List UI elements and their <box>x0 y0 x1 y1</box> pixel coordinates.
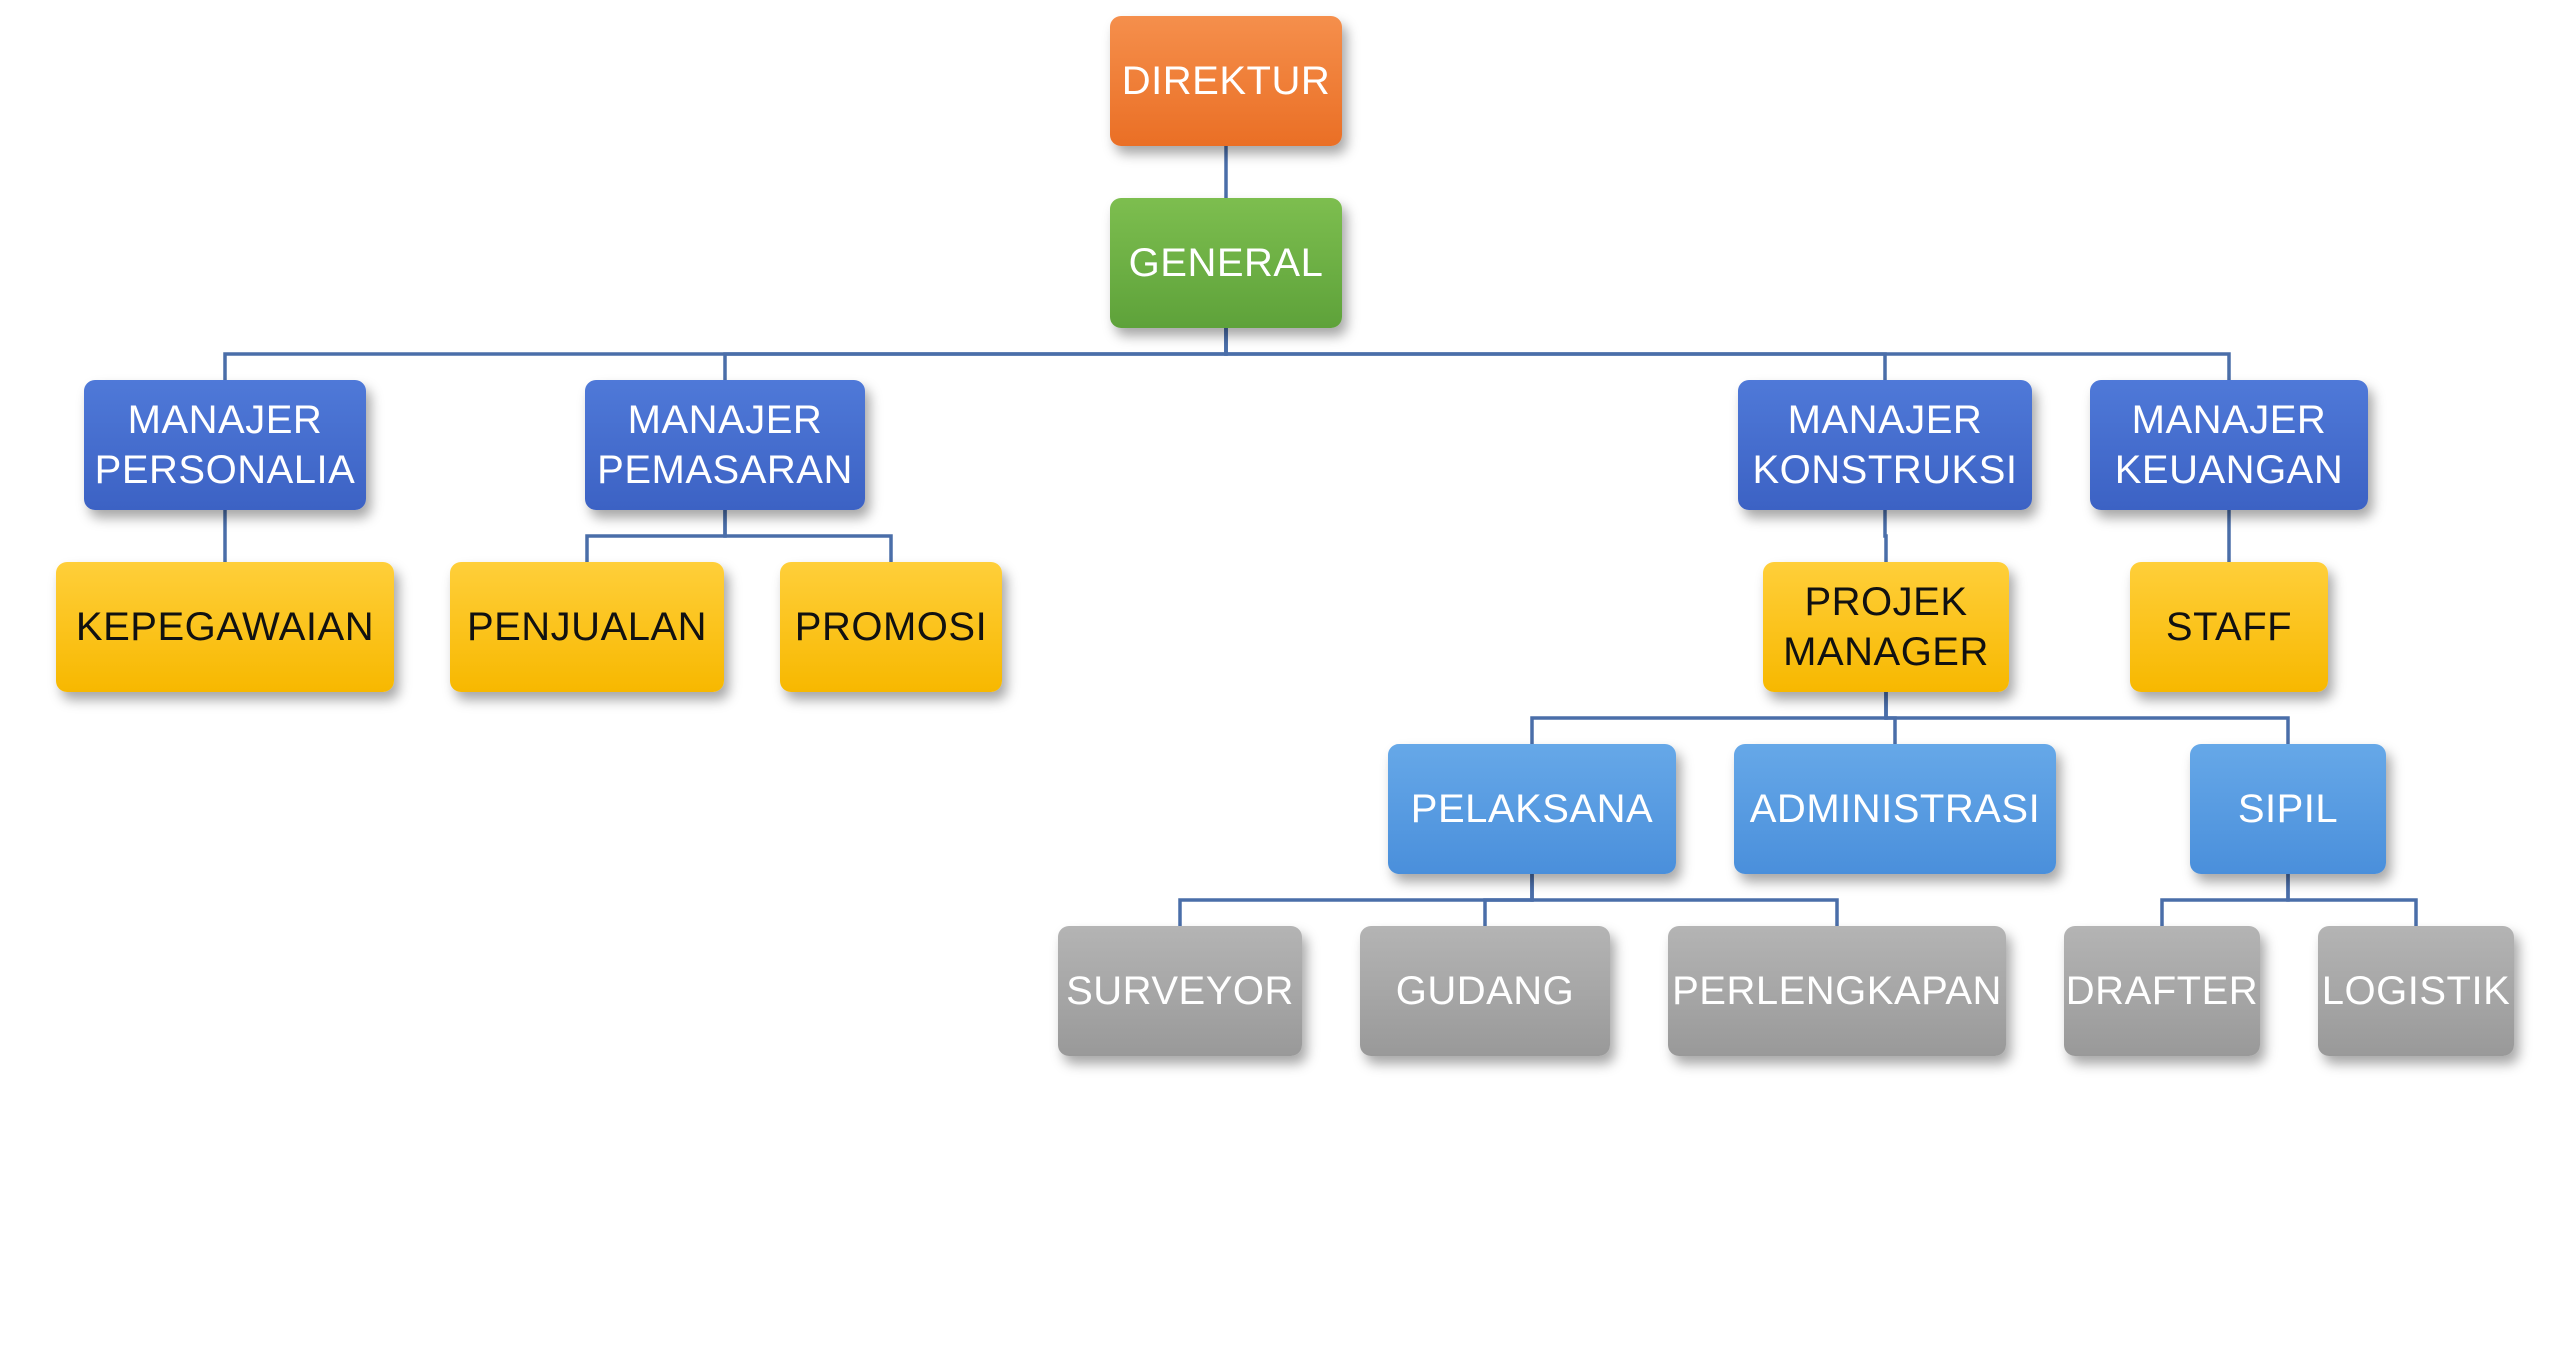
node-penjualan: PENJUALAN <box>450 562 724 692</box>
connector-sipil-logistik <box>2286 874 2418 926</box>
node-label: MANAJER <box>627 398 823 442</box>
node-label: PEMASARAN <box>597 448 853 492</box>
node-label: ADMINISTRASI <box>1749 787 2041 831</box>
node-label: DRAFTER <box>2065 969 2259 1013</box>
node-label: PELAKSANA <box>1410 787 1654 831</box>
node-label: STAFF <box>2165 605 2293 649</box>
node-label: SIPIL <box>2237 787 2339 831</box>
node-label: MANAGER <box>1783 630 1989 674</box>
node-manajer-konstruksi: MANAJER KONSTRUKSI <box>1738 380 2032 510</box>
node-label: MANAJER <box>1787 398 1983 442</box>
node-label: KEPEGAWAIAN <box>75 605 375 649</box>
node-administrasi: ADMINISTRASI <box>1734 744 2056 874</box>
connector-manajer_konstruksi-projek_manager <box>1883 510 1888 562</box>
node-surveyor: SURVEYOR <box>1058 926 1302 1056</box>
node-manajer-pemasaran: MANAJER PEMASARAN <box>585 380 865 510</box>
node-label: PROJEK <box>1804 580 1968 624</box>
connector-projek_manager-pelaksana <box>1530 692 1888 744</box>
node-label: PROMOSI <box>794 605 988 649</box>
node-label: GUDANG <box>1395 969 1575 1013</box>
node-promosi: PROMOSI <box>780 562 1002 692</box>
connector-manajer_pemasaran-penjualan <box>585 510 727 562</box>
node-label: GENERAL <box>1128 241 1324 285</box>
node-manajer-personalia: MANAJER PERSONALIA <box>84 380 366 510</box>
node-sipil: SIPIL <box>2190 744 2386 874</box>
node-label: KONSTRUKSI <box>1752 448 2018 492</box>
node-label: SURVEYOR <box>1066 969 1294 1013</box>
node-label: MANAJER <box>127 398 323 442</box>
node-label: LOGISTIK <box>2321 969 2511 1013</box>
node-label: KEUANGAN <box>2114 448 2344 492</box>
node-perlengkapan: PERLENGKAPAN <box>1668 926 2006 1056</box>
node-label: PERLENGKAPAN <box>1672 969 2002 1013</box>
connector-manajer_pemasaran-promosi <box>723 510 893 562</box>
connector-pelaksana-perlengkapan <box>1530 874 1839 926</box>
node-direktur: DIREKTUR <box>1110 16 1342 146</box>
connector-pelaksana-gudang <box>1483 874 1534 926</box>
node-logistik: LOGISTIK <box>2318 926 2514 1056</box>
node-projek-manager: PROJEK MANAGER <box>1763 562 2009 692</box>
node-label: PENJUALAN <box>466 605 708 649</box>
node-general: GENERAL <box>1110 198 1342 328</box>
connector-general-manajer_pemasaran <box>723 328 1228 380</box>
node-drafter: DRAFTER <box>2064 926 2260 1056</box>
node-staff: STAFF <box>2130 562 2328 692</box>
connector-pelaksana-surveyor <box>1178 874 1534 926</box>
connector-sipil-drafter <box>2160 874 2290 926</box>
node-label: MANAJER <box>2131 398 2327 442</box>
node-gudang: GUDANG <box>1360 926 1610 1056</box>
node-label: PERSONALIA <box>94 448 356 492</box>
node-kepegawaian: KEPEGAWAIAN <box>56 562 394 692</box>
connector-projek_manager-sipil <box>1884 692 2290 744</box>
connector-general-manajer_keuangan <box>1224 328 2231 380</box>
node-manajer-keuangan: MANAJER KEUANGAN <box>2090 380 2368 510</box>
node-pelaksana: PELAKSANA <box>1388 744 1676 874</box>
node-label: DIREKTUR <box>1121 59 1331 103</box>
